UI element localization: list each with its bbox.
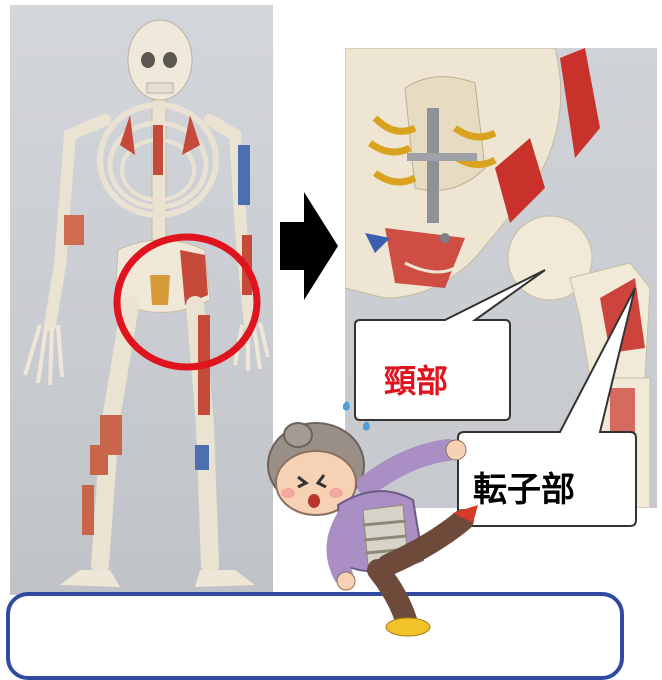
hip-highlight-circle [110,230,265,375]
right-arrow-icon [278,190,340,302]
trochanter-label: 転子部 [473,462,575,511]
falling-elderly-woman-illustration [258,395,483,641]
